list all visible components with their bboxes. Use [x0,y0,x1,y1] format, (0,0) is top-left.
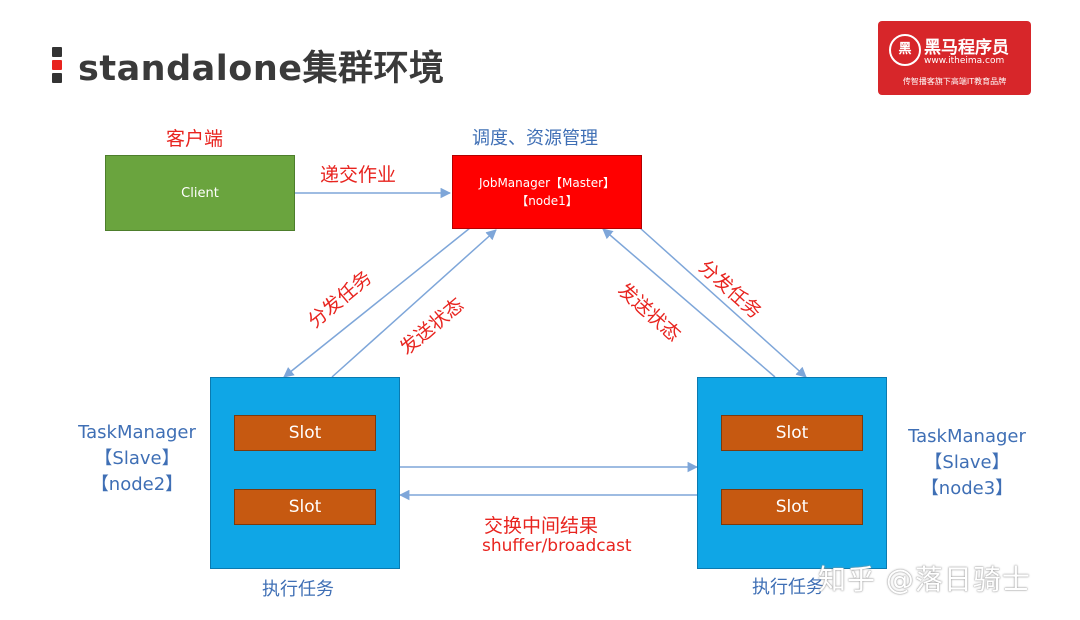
exchange-mode-label: shuffer/broadcast [482,536,632,556]
task-manager-left-node-box: Slot Slot [210,377,400,569]
arrow-status-left [331,229,497,378]
logo-slogan: 传智播客旗下高端IT教育品牌 [902,77,1007,86]
slot-left-2: Slot [234,489,376,525]
task-manager-left-caption: 执行任务 [262,579,334,600]
task-manager-right-role: 【Slave】 [924,452,1010,473]
arrow-dispatch-right [639,227,807,378]
client-label: Client [181,185,219,201]
page-title: standalone集群环境 [78,49,445,89]
slot-right-1: Slot [721,415,863,451]
job-manager-label: JobManager【Master】 [478,176,616,190]
task-manager-left-label: TaskManager 【Slave】 【node2】 [72,420,202,498]
task-manager-right-caption: 执行任务 [752,577,824,598]
client-node: Client [105,155,295,231]
watermark: 知乎 @落日骑士 [818,563,1031,596]
task-manager-left-node: 【node2】 [90,474,184,495]
job-manager-node-id: 【node1】 [516,194,578,208]
logo-mark-icon: 黑 [889,34,921,66]
arrow-status-right [602,228,776,378]
slot-right-2: Slot [721,489,863,525]
task-manager-right-node: 【node3】 [920,478,1014,499]
task-manager-left-name: TaskManager [78,422,196,443]
logo-url: www.itheima.com [924,56,1005,66]
arrow-dispatch-left [283,227,471,378]
submit-job-label: 递交作业 [320,164,397,186]
brand-logo: 黑 黑马程序员 www.itheima.com 传智播客旗下高端IT教育品牌 [878,21,1031,95]
slot-left-1: Slot [234,415,376,451]
task-manager-left-role: 【Slave】 [94,448,180,469]
task-manager-right-name: TaskManager [908,426,1026,447]
task-manager-right-label: TaskManager 【Slave】 【node3】 [902,424,1032,502]
title-marker [52,47,62,83]
logo-name: 黑马程序员 [924,38,1009,58]
job-manager-node: JobManager【Master】 【node1】 [452,155,642,229]
exchange-label: 交换中间结果 [484,515,599,537]
task-manager-right-node-box: Slot Slot [697,377,887,569]
job-manager-caption: 调度、资源管理 [472,128,598,149]
client-caption: 客户端 [166,128,224,150]
